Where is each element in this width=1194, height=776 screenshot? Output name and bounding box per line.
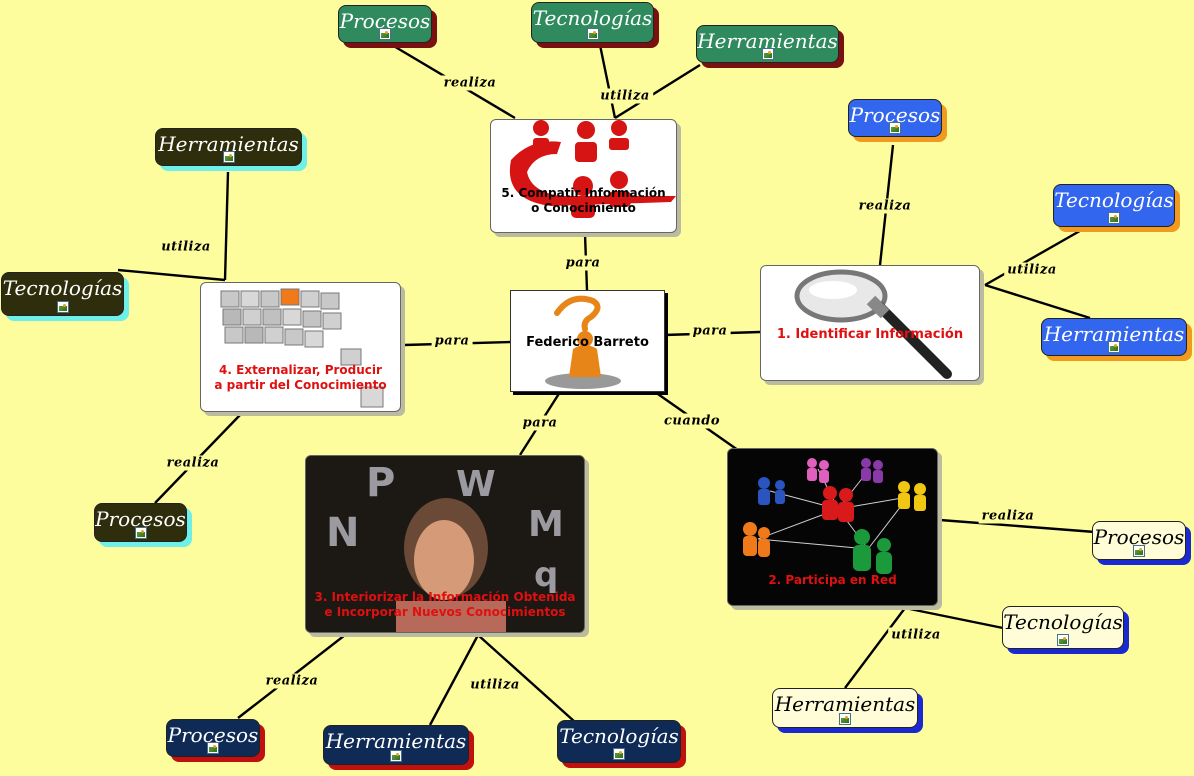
leaf-procesos-t5[interactable]: Procesos [338,5,432,43]
link-label-realiza-t2: realiza [978,508,1038,524]
svg-text:N: N [326,510,359,556]
leaf-tecnologias-t5[interactable]: Tecnologías [531,2,654,43]
leaf-label: Tecnologías [532,6,653,30]
svg-text:q: q [534,555,558,595]
image-placeholder-icon [1133,545,1145,557]
image-placeholder-icon [1108,341,1120,353]
link-label-cuando: cuando [660,413,724,429]
leaf-label: Tecnologías [1003,610,1123,634]
link-label-realiza-t4: realiza [163,455,223,471]
link-label-para-top: para [562,255,604,271]
image-placeholder-icon [761,48,774,60]
link-label-utiliza-t1: utiliza [1004,262,1060,278]
svg-text:W: W [456,464,496,505]
question-person-icon [545,295,621,389]
cubes-icon [220,288,384,408]
image-placeholder-icon [134,527,147,539]
link-label-para-bottom: para [519,415,561,431]
image-placeholder-icon [1057,634,1069,646]
people-logo-icon [509,120,676,218]
magnifier-icon [794,269,952,379]
link-label-para-right: para [689,323,731,339]
leaf-procesos-t3[interactable]: Procesos [166,719,260,757]
leaf-tecnologias-t1[interactable]: Tecnologías [1053,184,1175,227]
svg-text:M: M [528,504,564,545]
central-node[interactable]: Federico Barreto [510,290,665,392]
image-placeholder-icon [889,122,901,134]
leaf-label: Tecnologías [559,724,679,748]
leaf-herramientas-t5[interactable]: Herramientas [696,25,839,63]
leaf-tecnologias-t4[interactable]: Tecnologías [1,272,124,316]
image-placeholder-icon [1108,212,1120,224]
link-label-utiliza-t3: utiliza [467,677,523,693]
topic-2-participa[interactable]: 2. Participa en Red [727,448,938,606]
leaf-herramientas-t2[interactable]: Herramientas [772,688,918,728]
link-label-utiliza-t5: utiliza [597,88,653,104]
topic-2-label: 2. Participa en Red [768,573,897,587]
link-label-realiza-t3: realiza [262,673,322,689]
link-label-realiza-t5: realiza [440,75,500,91]
leaf-tecnologias-t2[interactable]: Tecnologías [1002,606,1124,649]
leaf-herramientas-t3[interactable]: Herramientas [323,725,469,765]
leaf-procesos-t2[interactable]: Procesos [1092,521,1186,560]
leaf-herramientas-t1[interactable]: Herramientas [1041,318,1187,356]
image-placeholder-icon [839,713,851,725]
network-people-icon [728,449,937,605]
topic-3-interiorizar[interactable]: P W N M q 3. Interiorizar la Información… [305,455,585,633]
leaf-tecnologias-t3[interactable]: Tecnologías [557,720,681,763]
image-placeholder-icon [613,748,625,760]
leaf-procesos-t1[interactable]: Procesos [848,99,942,137]
leaf-herramientas-t4[interactable]: Herramientas [155,128,302,166]
image-placeholder-icon [56,301,69,313]
link-label-realiza-t1: realiza [855,198,915,214]
leaf-procesos-t4[interactable]: Procesos [94,503,187,542]
link-label-para-left: para [431,333,473,349]
central-title: Federico Barreto [526,335,649,350]
image-placeholder-icon [207,742,219,754]
leaf-label: Herramientas [774,692,916,716]
girl-letters-photo: P W N M q [306,456,584,632]
topic-1-label: 1. Identificar Información [776,327,964,342]
svg-text:P: P [366,460,395,506]
topic-1-identificar[interactable]: 1. Identificar Información [760,265,980,381]
leaf-label: Tecnologías [1054,188,1174,212]
link-label-utiliza-t4: utiliza [158,239,214,255]
image-placeholder-icon [586,28,599,40]
leaf-label: Herramientas [325,729,467,753]
image-placeholder-icon [379,28,391,40]
leaf-label: Tecnologías [2,276,123,300]
link-label-utiliza-t2: utiliza [888,627,944,643]
image-placeholder-icon [390,750,402,762]
image-placeholder-icon [222,151,235,163]
